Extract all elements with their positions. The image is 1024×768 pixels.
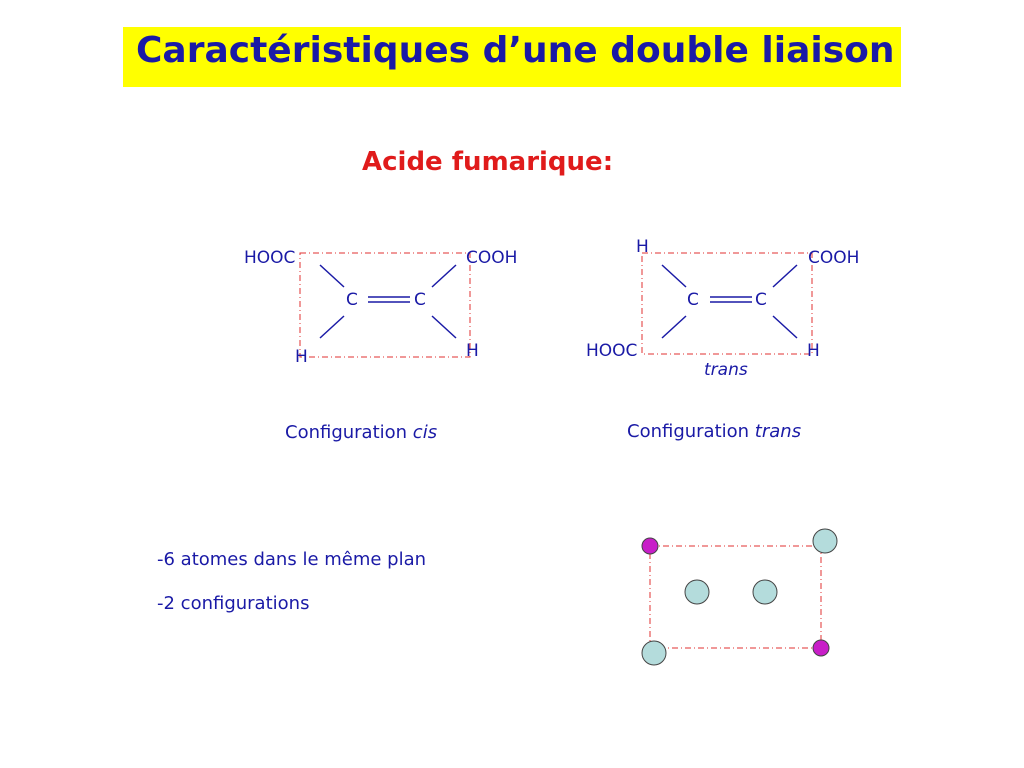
trans-carbon-left: C: [687, 290, 699, 310]
trans-caption-prefix: Configuration: [627, 421, 755, 442]
atom-large-center-left: [684, 579, 710, 605]
planar-atoms-diagram: [641, 528, 838, 666]
cis-bond-bottom-left: [319, 315, 345, 339]
plane-dashed-frame: [649, 545, 822, 649]
cis-carbon-left: C: [346, 290, 358, 310]
cis-dashed-frame: [299, 252, 471, 358]
trans-dashed-frame: [641, 252, 813, 355]
trans-label: trans: [704, 360, 748, 380]
subtitle: Acide fumarique:: [362, 147, 614, 177]
trans-top-right-group: COOH: [808, 248, 860, 268]
atom-small-bottom-right: [812, 639, 830, 657]
cis-bond-top-left: [319, 264, 345, 288]
cis-bottom-right-group: H: [466, 341, 479, 361]
atom-small-top-left: [641, 537, 659, 555]
trans-bottom-left-group: HOOC: [586, 341, 638, 361]
trans-top-left-group: H: [636, 237, 649, 257]
trans-bond-top-left: [661, 264, 687, 288]
trans-bond-bottom-left: [661, 315, 687, 339]
cis-molecule: [299, 252, 471, 358]
cis-top-left-group: HOOC: [244, 248, 296, 268]
atom-large-top-right: [812, 528, 838, 554]
trans-molecule: [641, 252, 813, 355]
atom-large-center-right: [752, 579, 778, 605]
cis-carbon-right: C: [414, 290, 426, 310]
cis-caption: Configuration cis: [285, 422, 437, 443]
trans-bond-top-right: [772, 264, 798, 288]
cis-bottom-left-group: H: [295, 347, 308, 367]
cis-top-right-group: COOH: [466, 248, 518, 268]
bullet-item-2: -2 configurations: [157, 593, 310, 614]
atom-large-bottom-left: [641, 640, 667, 666]
trans-bottom-right-group: H: [807, 341, 820, 361]
trans-bond-bottom-right: [772, 315, 798, 339]
slide-title: Caractéristiques d’une double liaison: [136, 30, 895, 71]
bullet-item-1: -6 atomes dans le même plan: [157, 549, 427, 570]
trans-caption: Configuration trans: [627, 421, 801, 442]
cis-bond-top-right: [431, 264, 457, 288]
trans-carbon-right: C: [755, 290, 767, 310]
cis-caption-prefix: Configuration: [285, 422, 413, 443]
cis-caption-emph: cis: [412, 422, 438, 443]
title-banner: [123, 27, 901, 87]
cis-bond-bottom-right: [431, 315, 457, 339]
trans-caption-emph: trans: [754, 421, 802, 442]
